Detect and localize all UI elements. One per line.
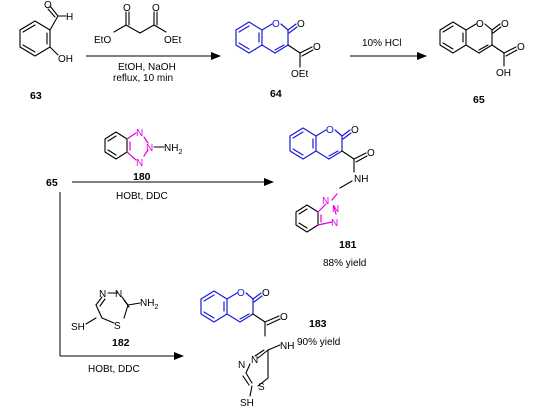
malonate-oxygen-right: O xyxy=(152,3,160,14)
reaction-3-conditions: HOBt, DDC xyxy=(116,191,168,202)
compound-65-structure: O O O OH 65 xyxy=(439,19,525,106)
thiadiazole-n-right-182: N xyxy=(115,289,122,300)
coumarin-ring-oxygen-183: O xyxy=(237,288,245,299)
triazole-n1-181: N xyxy=(322,196,329,207)
triazole-n3-180: N xyxy=(136,158,143,169)
triazole-n3-181: N xyxy=(331,218,338,229)
reaction-arrow-3: HOBt, DDC xyxy=(72,178,274,202)
compound-63-structure: O H OH 63 xyxy=(19,0,73,102)
reaction-4-conditions: HOBt, DDC xyxy=(88,364,140,375)
compound-number-65-start: 65 xyxy=(46,177,58,189)
reaction-1-conditions-line2: reflux, 10 min xyxy=(113,73,173,84)
malonate-oxygen-left: O xyxy=(123,3,131,14)
reaction-arrow-1: EtOH, NaOH reflux, 10 min xyxy=(86,52,221,84)
amide-oxygen-183: O xyxy=(280,312,288,323)
malonate-ethoxy-left: EtO xyxy=(94,35,111,46)
compound-number-182: 182 xyxy=(112,337,130,349)
branch-connector: HOBt, DDC xyxy=(59,192,184,375)
reaction-arrow-2: 10% HCl xyxy=(350,38,427,60)
coumarin-carbonyl-oxygen-65: O xyxy=(501,19,509,30)
reaction-2-conditions: 10% HCl xyxy=(362,38,401,49)
malonate-reagent-structure: O O EtO OEt xyxy=(94,3,181,46)
compound-number-183: 183 xyxy=(309,318,327,330)
coumarin-carbonyl-oxygen-181: O xyxy=(351,125,359,136)
yield-181: 88% yield xyxy=(323,258,366,269)
compound-180-structure: N N N NH2 180 xyxy=(104,128,182,183)
coumarin-ring-oxygen-65: O xyxy=(476,19,484,30)
compound-182-structure: N N S NH2 SH 182 xyxy=(71,289,158,349)
ester-ethoxy-64: OEt xyxy=(291,69,308,80)
yield-183: 90% yield xyxy=(297,337,340,348)
ester-carbonyl-oxygen-64: O xyxy=(313,42,321,53)
acid-hydroxyl-65: OH xyxy=(496,68,511,79)
thiadiazole-n-top-183: N xyxy=(251,355,258,366)
thiadiazole-n-left-183: N xyxy=(238,360,245,371)
thiol-group-182: SH xyxy=(71,322,85,333)
malonate-ethoxy-right: OEt xyxy=(164,35,181,46)
reaction-1-conditions-line1: EtOH, NaOH xyxy=(118,62,176,73)
coumarin-carbonyl-oxygen-64: O xyxy=(297,19,305,30)
amino-group-180: NH2 xyxy=(164,143,182,156)
triazole-n2-180: N xyxy=(146,143,153,154)
compound-64-structure: O O O OEt 64 xyxy=(235,19,321,100)
coumarin-carbonyl-oxygen-183: O xyxy=(262,288,270,299)
triazole-n1-180: N xyxy=(136,128,143,139)
amide-nh-183: NH xyxy=(280,341,294,352)
amide-nh-181: NH xyxy=(354,174,368,185)
thiadiazole-s-182: S xyxy=(114,321,121,332)
compound-number-181: 181 xyxy=(339,239,357,251)
thiol-group-183: SH xyxy=(240,398,254,409)
coumarin-ring-oxygen-181: O xyxy=(326,125,334,136)
acid-carbonyl-oxygen-65: O xyxy=(517,42,525,53)
amide-oxygen-181: O xyxy=(367,148,375,159)
compound-number-180: 180 xyxy=(133,171,151,183)
triazole-n2-181: N xyxy=(332,204,339,215)
amino-group-182: NH2 xyxy=(140,298,158,311)
compound-number-65: 65 xyxy=(473,94,485,106)
thiadiazole-s-183: S xyxy=(258,382,265,393)
compound-number-64: 64 xyxy=(270,88,282,100)
hydroxyl-label: OH xyxy=(58,54,73,65)
compound-number-63: 63 xyxy=(30,90,42,102)
aldehyde-hydrogen-label: H xyxy=(66,12,73,23)
thiadiazole-n-left-182: N xyxy=(99,289,106,300)
compound-183-structure: O O O NH N N S SH 183 90% yield xyxy=(200,288,340,409)
coumarin-ring-oxygen-64: O xyxy=(272,19,280,30)
aldehyde-oxygen-label: O xyxy=(44,0,52,11)
compound-181-structure: O O O NH N N N 181 88% yield xyxy=(289,125,375,269)
